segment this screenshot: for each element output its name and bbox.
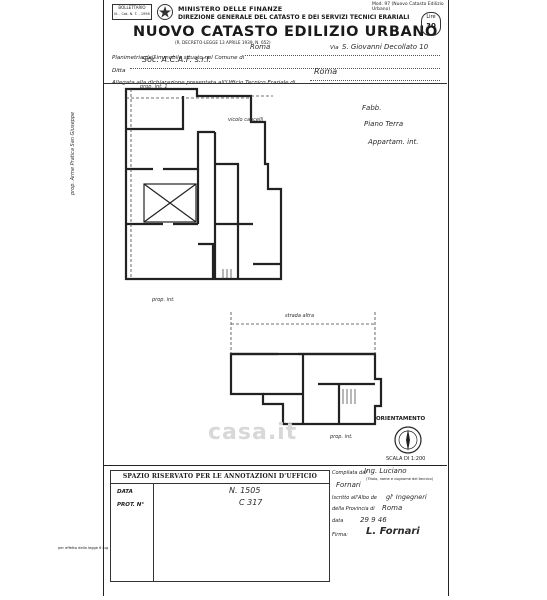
annotation-box: SPAZIO RISERVATO PER LE ANNOTAZIONI D'UF… [110, 470, 330, 582]
comune-value[interactable]: Roma [250, 43, 271, 51]
label-vicolo: vicolo cancelli [228, 117, 264, 123]
ditta-line [130, 68, 440, 69]
ditta-label: Ditta [112, 68, 126, 74]
label-prop-int-lower: prop. int. [330, 434, 353, 440]
form-code: Mod. 97 (Nuovo Catasto Edilizio Urbano) [372, 2, 444, 12]
label-strada: strada altra [285, 313, 315, 319]
planimetria-line [245, 55, 440, 56]
scale-label: SCALA DI 1:200 [386, 456, 426, 462]
label-prop-int-bottom: prop. int. [152, 297, 175, 303]
stamp-box: BOLLETTARIO N. - Cat. N. T. - 1956 [112, 4, 152, 20]
price-box: Lire 30 [421, 12, 441, 36]
handwritten-ref-1: N. 1505 [229, 486, 261, 495]
ministry-title: MINISTERO DELLE FINANZE [178, 5, 283, 13]
decree-line: (R. DECRETO-LEGGE 13 APRILE 1939, N. 652… [175, 40, 271, 45]
data2-label: data [332, 518, 344, 524]
header-divider [103, 83, 447, 84]
directorate-title: DIREZIONE GENERALE DEL CATASTO E DEI SER… [178, 14, 410, 21]
planimetria-label: Planimetria dell'immobile situato nel Co… [112, 55, 245, 61]
iscritto-value[interactable]: gl' Ingegneri [386, 493, 427, 501]
allegata-line [310, 80, 440, 81]
prot-label: PROT. N° [117, 502, 145, 508]
handwritten-ref-2: C 317 [239, 498, 263, 507]
annotation-title: SPAZIO RISERVATO PER LE ANNOTAZIONI D'UF… [122, 473, 318, 480]
footer-divider [103, 465, 447, 466]
firma-label: Firma: [332, 532, 348, 538]
label-prop-side: prop. Arme Pratica San Giuseppe [70, 111, 76, 195]
note-appartam: Appartam. int. [368, 138, 419, 146]
note-fabb: Fabb. [362, 104, 382, 112]
provincia-label: della Provincia di [332, 506, 375, 512]
compiler-surname[interactable]: Fornari [336, 481, 361, 489]
stamp-label: BOLLETTARIO [118, 5, 146, 10]
ditta-row: Ditta Soc. A.C.A.F. s.r.l. [112, 55, 442, 74]
main-title: NUOVO CATASTO EDILIZIO URBANO [133, 24, 438, 40]
via-label: Via [330, 45, 339, 51]
stamp-sub: N. - Cat. N. T. - 1956 [114, 12, 150, 16]
compiler-note: (Titolo, nome e cognome del tecnico) [366, 477, 434, 481]
compiler-section: Compilata dal Ing. Luciano (Titolo, nome… [332, 467, 444, 588]
price-label: Lire [426, 14, 436, 20]
form-frame [103, 0, 449, 596]
note-piano: Piano Terra [364, 120, 404, 128]
provincia-value[interactable]: Roma [382, 504, 403, 512]
compass-icon [394, 426, 422, 454]
price-value: 30 [426, 22, 436, 30]
planimetria-row: Planimetria dell'immobile situato nel Co… [112, 43, 442, 61]
floor-plan [124, 87, 383, 426]
firma-value[interactable]: L. Fornari [366, 526, 420, 537]
data2-value[interactable]: 29 9 46 [360, 516, 387, 524]
compiler-value[interactable]: Ing. Luciano [364, 467, 407, 475]
label-prop-int-top: prop. int. 1 [140, 84, 168, 90]
watermark: casa.it [208, 420, 298, 445]
ditta-value[interactable]: Soc. A.C.A.F. s.r.l. [142, 55, 212, 64]
compilata-label: Compilata dal [332, 470, 367, 476]
iscritto-label: Iscritto all'Albo de [332, 495, 377, 501]
orientation-label: ORIENTAMENTO [376, 416, 426, 422]
italian-emblem-icon [157, 4, 173, 20]
via-value[interactable]: S. Giovanni Decollato 10 [342, 43, 429, 51]
ufficio-value[interactable]: Roma [314, 67, 338, 76]
data-label: DATA [117, 489, 133, 495]
side-note: per effetto della legge 6 luglio 1931 n.… [58, 546, 108, 550]
